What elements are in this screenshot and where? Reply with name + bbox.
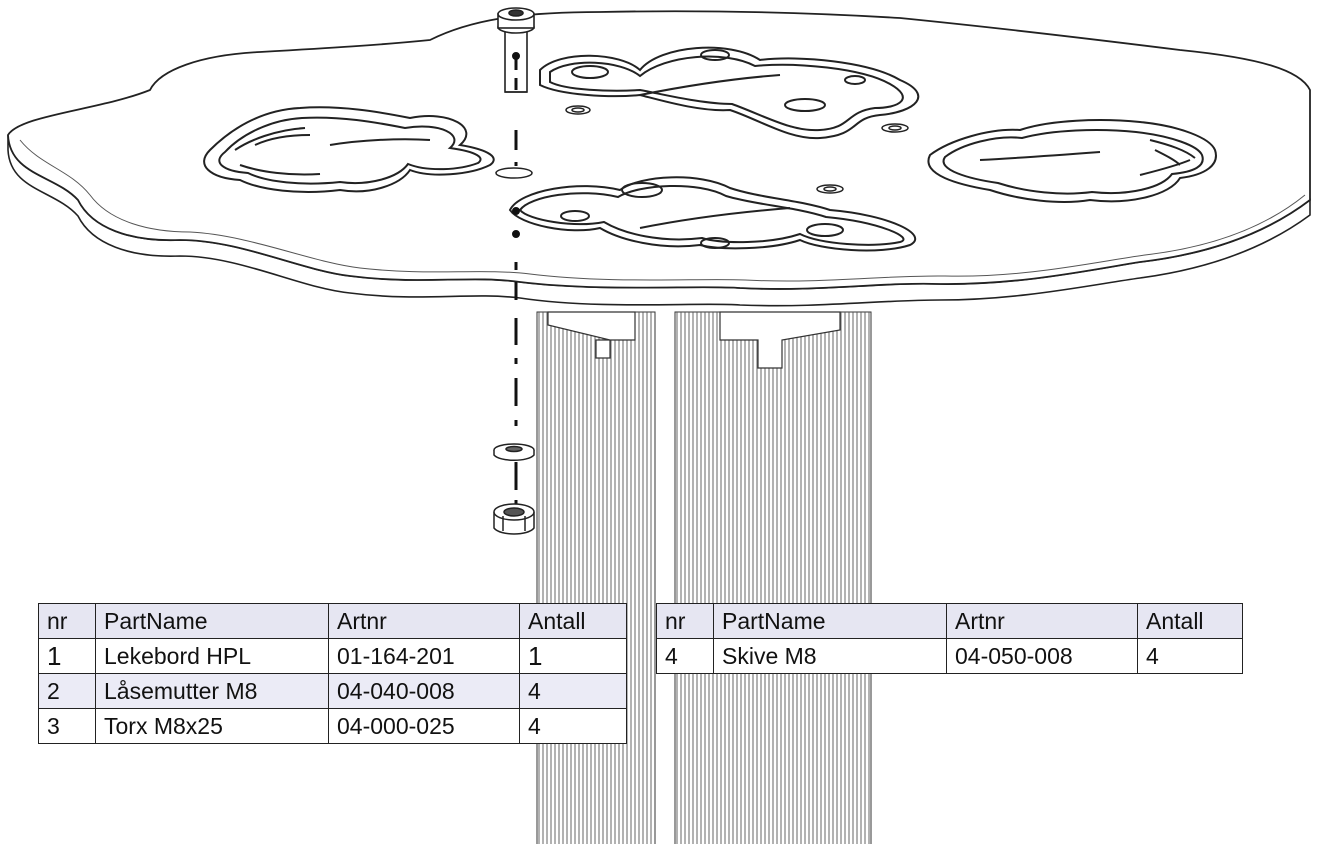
cell-partname: Skive M8 (713, 638, 947, 674)
table-top-surface (7, 10, 1311, 290)
bolt-hole (495, 105, 909, 194)
leg-bracket (547, 311, 841, 369)
cell-partname: Låsemutter M8 (95, 673, 329, 709)
cell-partname: Torx M8x25 (95, 708, 329, 744)
cell-antall: 4 (519, 708, 627, 744)
assembly-line (512, 52, 520, 516)
leg-hatching (538, 312, 870, 844)
butterfly-engraving (203, 46, 1217, 252)
header-nr: nr (656, 603, 714, 639)
cell-nr: 4 (656, 638, 714, 674)
cell-antall: 4 (519, 673, 627, 709)
header-antall: Antall (1137, 603, 1243, 639)
table-header-row: nr PartName Artnr Antall (38, 603, 627, 639)
header-antall: Antall (519, 603, 627, 639)
cell-nr: 3 (38, 708, 96, 744)
header-nr: nr (38, 603, 96, 639)
parts-table-left: nr PartName Artnr Antall 1 Lekebord HPL … (38, 603, 627, 744)
cell-nr: 1 (38, 638, 96, 674)
lock-nut (493, 503, 535, 535)
cell-antall: 4 (1137, 638, 1243, 674)
table-row: 3 Torx M8x25 04-000-025 4 (38, 708, 627, 744)
table-row: 1 Lekebord HPL 01-164-201 1 (38, 638, 627, 674)
header-artnr: Artnr (328, 603, 520, 639)
table-row: 4 Skive M8 04-050-008 4 (656, 638, 1243, 674)
header-artnr: Artnr (946, 603, 1138, 639)
cell-artnr: 04-050-008 (946, 638, 1138, 674)
washer (493, 443, 535, 461)
parts-table-right: nr PartName Artnr Antall 4 Skive M8 04-0… (656, 603, 1243, 674)
header-partname: PartName (95, 603, 329, 639)
cell-nr: 2 (38, 673, 96, 709)
cell-antall: 1 (519, 638, 627, 674)
header-partname: PartName (713, 603, 947, 639)
cell-partname: Lekebord HPL (95, 638, 329, 674)
table-row: 2 Låsemutter M8 04-040-008 4 (38, 673, 627, 709)
cell-artnr: 04-040-008 (328, 673, 520, 709)
torx-screw (497, 7, 535, 93)
table-header-row: nr PartName Artnr Antall (656, 603, 1243, 639)
cell-artnr: 01-164-201 (328, 638, 520, 674)
cell-artnr: 04-000-025 (328, 708, 520, 744)
